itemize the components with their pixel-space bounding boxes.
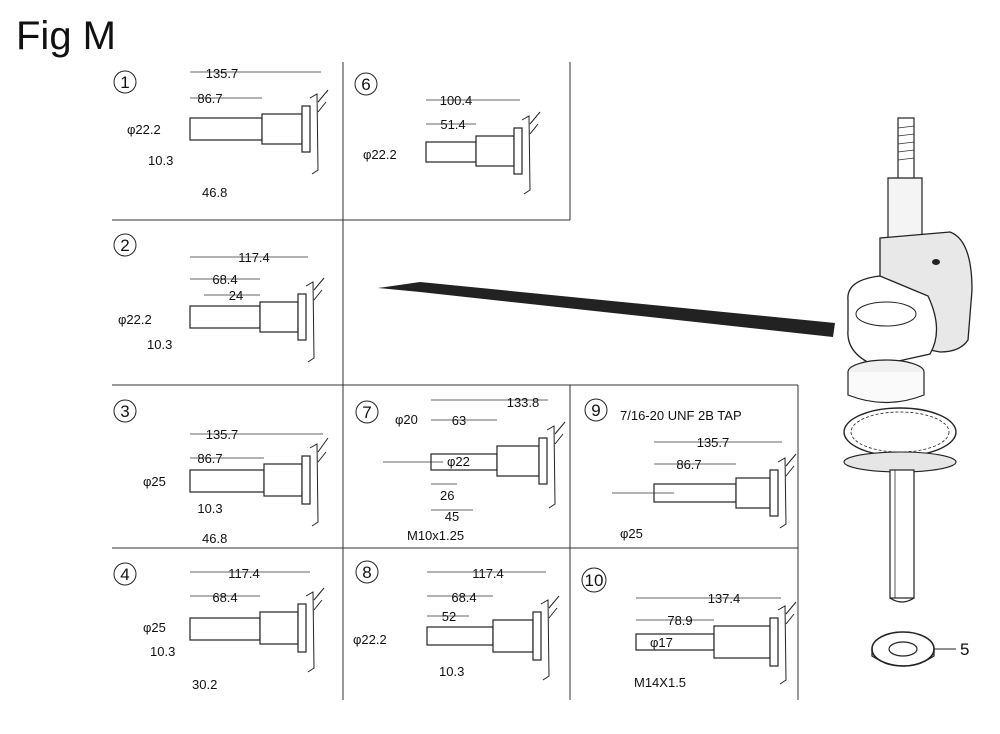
svg-text:135.7: 135.7: [206, 66, 239, 81]
svg-text:135.7: 135.7: [697, 435, 730, 450]
svg-text:68.4: 68.4: [212, 590, 237, 605]
panel-grid: [112, 62, 799, 700]
svg-text:6: 6: [361, 75, 370, 94]
svg-text:M14X1.5: M14X1.5: [634, 675, 686, 690]
svg-text:φ22.2: φ22.2: [118, 312, 152, 327]
panel-6: 6 100.4 51.4 φ22.2: [354, 72, 541, 195]
panel-1: 1 135.7 86.7 φ22.2 10.3 46.8: [113, 66, 329, 200]
panel-9: 9 7/16-20 UNF 2B TAP 135.7 86.7 φ25: [584, 398, 797, 541]
svg-text:63: 63: [452, 413, 466, 428]
svg-text:26: 26: [440, 488, 454, 503]
svg-text:φ22.2: φ22.2: [353, 632, 387, 647]
panel-4: 4 117.4 68.4 φ25 10.3 30.2: [113, 562, 325, 692]
svg-text:8: 8: [362, 563, 371, 582]
svg-text:86.7: 86.7: [197, 451, 222, 466]
panel-8: 8 117.4 68.4 52 φ22.2 10.3: [353, 560, 560, 681]
svg-text:52: 52: [442, 609, 456, 624]
svg-text:10: 10: [585, 571, 604, 590]
svg-text:3: 3: [120, 402, 129, 421]
svg-text:7: 7: [362, 403, 371, 422]
svg-text:24: 24: [229, 288, 243, 303]
panel-2: 2 117.4 68.4 24 φ22.2 10.3: [113, 233, 325, 363]
svg-text:4: 4: [120, 565, 129, 584]
svg-text:45: 45: [445, 509, 459, 524]
svg-text:2: 2: [120, 236, 129, 255]
svg-text:86.7: 86.7: [197, 91, 222, 106]
svg-text:10.3: 10.3: [197, 501, 222, 516]
svg-text:51.4: 51.4: [440, 117, 465, 132]
svg-text:φ25: φ25: [620, 526, 643, 541]
svg-text:78.9: 78.9: [667, 613, 692, 628]
svg-text:117.4: 117.4: [228, 566, 260, 581]
svg-text:46.8: 46.8: [202, 531, 227, 546]
svg-text:φ20: φ20: [395, 412, 418, 427]
svg-text:137.4: 137.4: [708, 591, 741, 606]
svg-text:10.3: 10.3: [147, 337, 172, 352]
panel-10: 10 137.4 78.9 φ17 M14X1.5: [581, 567, 797, 690]
figure-title: Fig M: [16, 14, 116, 58]
crankshaft-illustration: [843, 117, 973, 603]
pointer-arrow: [378, 282, 835, 337]
svg-text:φ22.2: φ22.2: [363, 147, 397, 162]
svg-text:9: 9: [591, 401, 600, 420]
svg-text:φ25: φ25: [143, 620, 166, 635]
svg-text:φ25: φ25: [143, 474, 166, 489]
svg-text:46.8: 46.8: [202, 185, 227, 200]
washer-part: 5: [871, 631, 969, 667]
svg-text:117.4: 117.4: [472, 566, 504, 581]
svg-text:117.4: 117.4: [238, 250, 270, 265]
svg-text:135.7: 135.7: [206, 427, 239, 442]
panel-3: 3 135.7 86.7 φ25 10.3 46.8: [113, 399, 329, 546]
svg-text:φ22.2: φ22.2: [127, 122, 161, 137]
svg-text:100.4: 100.4: [440, 93, 473, 108]
svg-text:7/16-20 UNF 2B TAP: 7/16-20 UNF 2B TAP: [620, 408, 742, 423]
svg-text:M10x1.25: M10x1.25: [407, 528, 464, 543]
svg-text:10.3: 10.3: [439, 664, 464, 679]
svg-text:133.8: 133.8: [507, 395, 540, 410]
svg-text:10.3: 10.3: [150, 644, 175, 659]
svg-text:φ17: φ17: [650, 635, 673, 650]
panel-number: 1: [120, 73, 129, 92]
svg-text:86.7: 86.7: [676, 457, 701, 472]
callout-5: 5: [960, 640, 969, 659]
svg-text:68.4: 68.4: [212, 272, 237, 287]
panel-7: 7 133.8 63 φ20 φ22 26 45 M10x1.25: [355, 395, 566, 543]
svg-text:10.3: 10.3: [148, 153, 173, 168]
svg-text:30.2: 30.2: [192, 677, 217, 692]
svg-text:68.4: 68.4: [451, 590, 476, 605]
svg-text:φ22: φ22: [447, 454, 470, 469]
